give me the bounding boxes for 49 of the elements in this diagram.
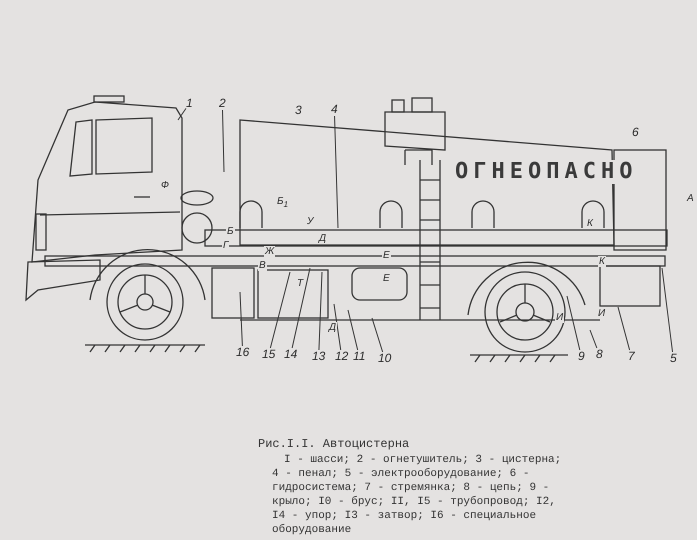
- leader-line: [590, 330, 598, 348]
- section-mark: И: [597, 308, 606, 319]
- callout-number: 9: [578, 350, 585, 363]
- callout-number: 10: [378, 352, 392, 365]
- section-mark: К: [586, 218, 594, 229]
- section-mark: Е: [382, 250, 391, 261]
- section-mark: Б: [226, 226, 235, 237]
- leader-line: [348, 310, 358, 350]
- figure-caption: I - шасси; 2 - огнетушитель; 3 - цистерна; 4 - пенал; 5 - электрооборудование; 6 - гидросистема; 7 - стремянка; 8 - цепь; 9 - крыло; I0 - брус; II, I5 - трубопровод; I2, I4 - упор; I3 - затвор; I6 - специальное оборудование: [272, 453, 562, 537]
- leader-line: [178, 108, 186, 120]
- callout-number: 11: [353, 350, 366, 363]
- callout-number: 6: [632, 126, 639, 139]
- callout-number: 14: [284, 348, 298, 361]
- callout-number: 12: [335, 350, 348, 363]
- callout-number: 4: [331, 103, 338, 116]
- leader-line: [240, 292, 243, 346]
- callout-number: 1: [186, 97, 193, 110]
- section-mark: Е: [382, 273, 391, 284]
- callout-number: 16: [236, 346, 250, 359]
- callout-number: 3: [295, 104, 302, 117]
- callout-number: 2: [219, 97, 226, 110]
- callout-number: 15: [262, 348, 276, 361]
- callout-number: 8: [596, 348, 603, 361]
- section-mark: А: [686, 193, 695, 204]
- section-mark: Б$_{1}$: [276, 196, 290, 210]
- section-mark: Т: [296, 278, 304, 289]
- section-mark: Г: [222, 240, 230, 251]
- leader-line: [566, 296, 580, 350]
- leader-line: [334, 116, 338, 228]
- callout-number: 13: [312, 350, 326, 363]
- section-mark: У: [306, 216, 314, 227]
- leader-line: [372, 318, 384, 352]
- figure-title: Рис.I.I. Автоцистерна: [258, 437, 410, 451]
- section-mark: И: [555, 312, 564, 323]
- leader-line: [318, 272, 322, 350]
- leader-line: [334, 304, 342, 350]
- section-mark: В: [258, 260, 267, 271]
- section-mark: Д: [328, 322, 338, 333]
- leader-line: [618, 306, 630, 350]
- section-mark: Ж: [264, 246, 276, 257]
- callout-number: 5: [670, 352, 677, 365]
- leader-line: [662, 268, 674, 352]
- callout-number: 7: [628, 350, 635, 363]
- section-mark: Ф: [160, 180, 170, 191]
- leader-line: [292, 268, 310, 348]
- leader-line: [270, 272, 290, 348]
- section-mark: К: [598, 256, 606, 267]
- leader-line: [222, 110, 224, 172]
- section-mark: Д: [318, 233, 328, 244]
